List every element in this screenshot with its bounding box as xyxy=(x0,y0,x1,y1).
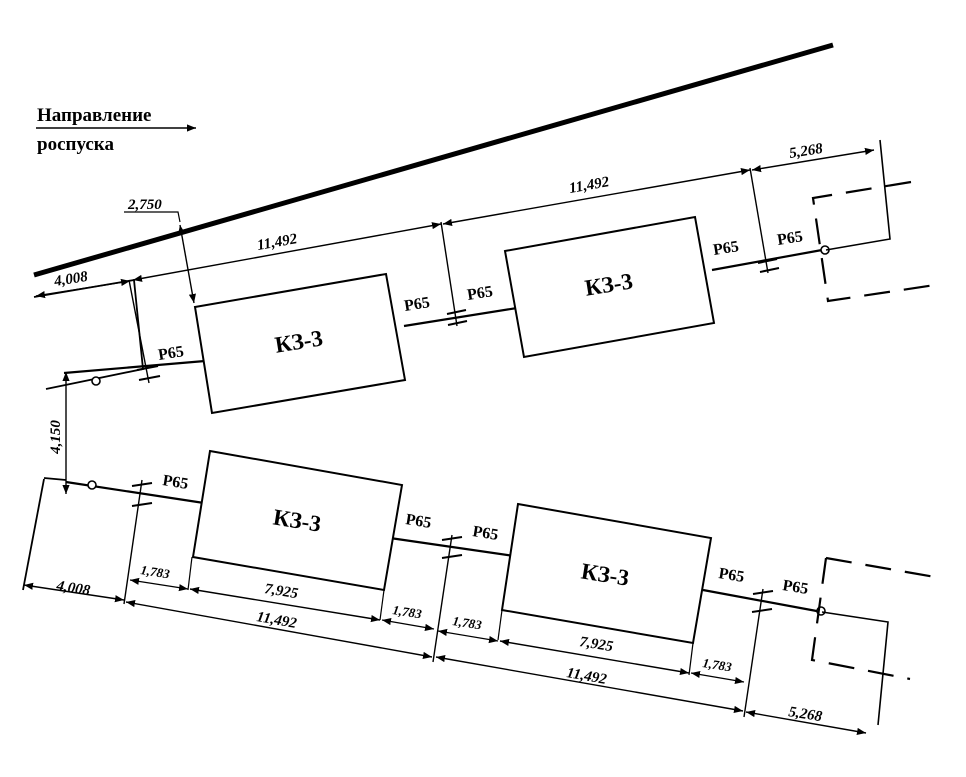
bottom-right-end-frame xyxy=(821,611,889,726)
bottom-ext-line-4 xyxy=(432,534,453,663)
track-spacing-label: 4,150 xyxy=(48,420,64,455)
bottom-dim-gap-2 xyxy=(381,617,435,632)
bottom-dim-left-label: 4,008 xyxy=(54,578,91,599)
top-joint-tick-1 xyxy=(136,365,159,371)
bottom-rail-label-5: Р65 xyxy=(781,577,809,598)
top-dim-left xyxy=(35,278,131,299)
top-right-end-frame xyxy=(825,139,891,251)
direction-line1: Направление xyxy=(37,105,151,126)
bottom-right-end-block xyxy=(825,556,936,579)
bottom-dim-end-label: 5,268 xyxy=(787,704,823,725)
bottom-dim-gap-3 xyxy=(437,628,499,644)
bottom-dim-gap-4 xyxy=(690,670,745,685)
bottom-dim-gap-4-label: 1,783 xyxy=(702,655,734,674)
bottom-dim-left xyxy=(23,582,125,603)
top-dim-pitch-2-label: 11,492 xyxy=(568,174,611,197)
top-rail-1 xyxy=(63,359,206,375)
bottom-right-end-block-2 xyxy=(810,557,911,681)
bottom-dim-unit-1-label: 7,925 xyxy=(263,581,299,602)
clearance-dim xyxy=(178,224,196,304)
bottom-ext-line-7 xyxy=(743,588,764,718)
bottom-rail-2 xyxy=(389,536,515,558)
bottom-dim-gap-2-label: 1,783 xyxy=(392,602,424,621)
top-ext-line-1 xyxy=(128,279,150,384)
bottom-ext-line-2 xyxy=(187,556,193,591)
top-rail-label-5: Р65 xyxy=(776,228,804,249)
top-rail-3 xyxy=(711,248,823,272)
top-unit-2 xyxy=(503,215,716,359)
top-rail-label-2: Р65 xyxy=(403,294,431,315)
top-right-end-block xyxy=(811,180,936,303)
top-track: КЗ-3 КЗ-3 Р65 Р65 Р65 Р65 Р65 4,008 11,4… xyxy=(33,139,936,494)
direction-line2: роспуска xyxy=(37,134,114,155)
top-joint-tick-3b xyxy=(759,267,780,273)
bottom-joint-tick-3b xyxy=(751,608,773,613)
clearance-leader xyxy=(124,211,181,223)
boundary-line xyxy=(33,42,834,278)
bottom-dim-unit-2-label: 7,925 xyxy=(578,634,614,655)
top-dim-pitch-2 xyxy=(442,168,751,226)
bottom-track: КЗ-3 КЗ-3 Р65 Р65 Р65 Р65 Р65 4,008 1,78… xyxy=(22,449,936,735)
bottom-rail-3 xyxy=(702,588,823,614)
bottom-dim-end xyxy=(745,710,867,735)
bottom-joint-tick-2b xyxy=(441,554,463,559)
top-rail-label-4: Р65 xyxy=(712,238,740,259)
bottom-dim-gap-1-label: 1,783 xyxy=(140,562,172,581)
bottom-dim-gap-1 xyxy=(129,577,189,592)
bottom-ext-line-1 xyxy=(123,479,143,605)
top-unit-1 xyxy=(193,272,407,415)
bottom-dim-gap-3-label: 1,783 xyxy=(452,613,484,632)
bottom-dim-pitch-2-label: 11,492 xyxy=(565,665,608,688)
top-dim-left-label: 4,008 xyxy=(52,269,89,290)
top-joint-tick-3 xyxy=(757,258,778,264)
bottom-ext-line-5 xyxy=(497,609,503,641)
bottom-joint-tick-1b xyxy=(131,502,153,507)
top-rail-joint xyxy=(91,376,101,386)
bottom-rail-joint xyxy=(87,480,97,490)
top-dim-end xyxy=(751,147,875,173)
top-joint-tick-2b xyxy=(447,320,468,326)
top-joint-tick-1b xyxy=(138,375,161,381)
bottom-ext-line-3 xyxy=(379,589,385,621)
top-rail-2 xyxy=(403,306,518,328)
bottom-rail-label-2: Р65 xyxy=(404,511,432,532)
bottom-dim-pitch-1 xyxy=(125,600,433,659)
top-dim-pitch-1-label: 11,492 xyxy=(256,231,299,254)
bottom-rail-label-3: Р65 xyxy=(471,523,499,544)
bottom-dim-pitch-1-label: 11,492 xyxy=(255,609,298,632)
bottom-left-end-top xyxy=(43,477,67,481)
bottom-ext-line-6 xyxy=(688,642,694,676)
top-dim-end-label: 5,268 xyxy=(788,141,824,162)
bottom-dim-pitch-2 xyxy=(435,655,744,713)
top-rail-label-1: Р65 xyxy=(157,343,185,364)
top-left-end-block xyxy=(33,278,144,390)
clearance-label: 2,750 xyxy=(127,197,162,213)
top-joint-tick-2 xyxy=(446,309,467,315)
bottom-left-end-block xyxy=(22,478,45,591)
bottom-rail-label-1: Р65 xyxy=(161,472,189,493)
bottom-rail-label-4: Р65 xyxy=(717,565,745,586)
top-ext-line-2 xyxy=(440,221,458,327)
top-rail-label-3: Р65 xyxy=(466,283,494,304)
direction-note: Направление роспуска xyxy=(36,105,196,155)
top-ext-line-3 xyxy=(749,167,769,274)
